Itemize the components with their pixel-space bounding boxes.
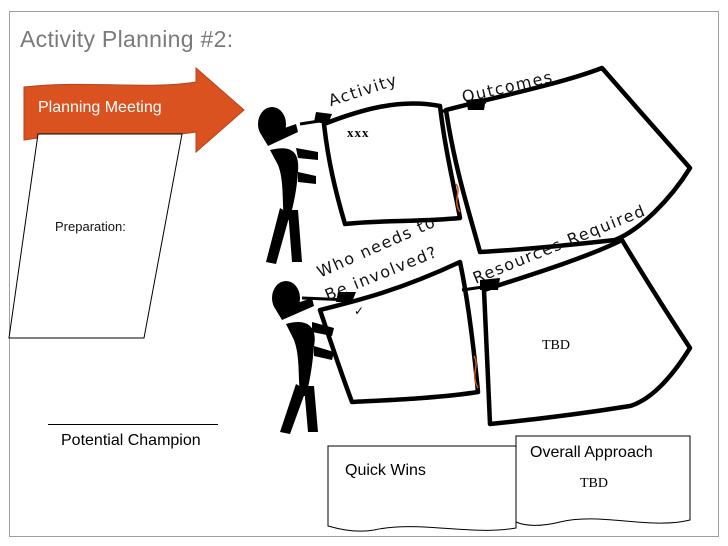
quick-wins-scroll xyxy=(327,445,517,532)
quick-wins-label: Quick Wins xyxy=(345,462,426,479)
planning-meeting-label: Planning Meeting xyxy=(38,99,162,116)
champion-signature-line xyxy=(48,424,218,425)
resources-value: TBD xyxy=(542,338,570,353)
link-squiggle-top xyxy=(455,183,461,213)
potential-champion-label: Potential Champion xyxy=(61,432,201,449)
outcomes-pin xyxy=(466,98,486,110)
stick-figure-top xyxy=(258,107,318,264)
outcomes-box xyxy=(443,65,693,255)
overall-approach-value: TBD xyxy=(580,476,608,491)
page-title: Activity Planning #2: xyxy=(20,26,234,52)
stick-figure-bottom xyxy=(272,281,334,434)
who-pin xyxy=(336,292,356,302)
overall-approach-label: Overall Approach xyxy=(530,444,653,461)
link-squiggle-bottom xyxy=(473,355,479,389)
activity-pin xyxy=(314,112,332,124)
activity-box xyxy=(321,101,463,227)
slide-frame xyxy=(9,11,719,537)
overall-approach-scroll xyxy=(515,435,691,526)
preparation-sheet xyxy=(8,133,183,339)
resources-pin xyxy=(480,278,500,290)
checkmark: ✓ xyxy=(354,304,365,318)
resources-box xyxy=(481,237,693,427)
activity-value: xxx xyxy=(347,125,370,140)
preparation-label: Preparation: xyxy=(55,219,126,234)
